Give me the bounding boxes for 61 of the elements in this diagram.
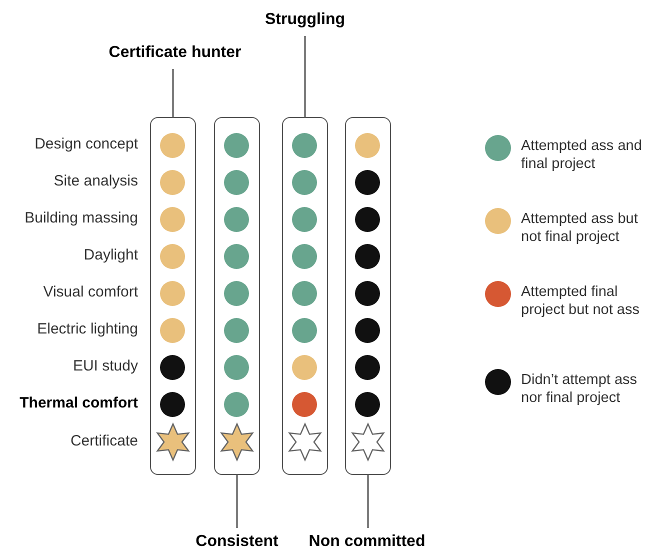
row-label: Certificate xyxy=(70,432,138,450)
status-dot xyxy=(224,280,250,306)
status-dot xyxy=(160,280,186,306)
status-dot xyxy=(224,170,250,194)
status-dot xyxy=(224,392,250,416)
status-dot xyxy=(355,354,380,380)
legend-text: Attempted ass but not final project xyxy=(521,210,639,246)
row-label: Visual comfort xyxy=(43,284,138,300)
row-label: Design concept xyxy=(34,136,138,152)
group-label: Struggling xyxy=(265,11,345,29)
group-label: Certificate hunter xyxy=(108,44,242,62)
legend-text: Attempted final project but not ass xyxy=(521,283,640,320)
status-dot xyxy=(292,318,318,342)
row-label: Thermal comfort xyxy=(20,394,138,412)
status-dot xyxy=(355,170,380,194)
star-icon xyxy=(350,423,385,461)
status-dot xyxy=(224,132,250,158)
status-dot xyxy=(224,244,250,268)
status-dot xyxy=(160,170,186,194)
group-column xyxy=(282,117,328,475)
star-icon xyxy=(156,423,190,461)
status-dot xyxy=(160,318,186,342)
leader-line xyxy=(172,69,174,117)
status-dot xyxy=(224,354,250,380)
status-dot xyxy=(355,280,380,306)
star-icon xyxy=(288,423,322,461)
status-dot xyxy=(292,244,318,268)
status-dot xyxy=(292,170,318,194)
leader-line xyxy=(236,475,238,528)
star-icon xyxy=(220,423,254,461)
status-dot xyxy=(355,392,380,416)
group-column xyxy=(150,117,196,475)
group-column xyxy=(345,117,391,475)
status-dot xyxy=(160,206,186,232)
status-dot xyxy=(160,392,186,416)
row-label: Electric lighting xyxy=(37,320,138,338)
status-dot xyxy=(224,318,250,342)
group-column xyxy=(214,117,260,475)
row-label: Daylight xyxy=(84,246,138,264)
legend-text: Attempted ass and final project xyxy=(521,137,643,174)
status-dot xyxy=(292,354,318,380)
status-dot xyxy=(292,280,318,306)
status-dot xyxy=(355,244,380,268)
status-dot xyxy=(160,244,186,268)
group-label: Consistent xyxy=(196,533,278,550)
row-label: EUI study xyxy=(72,358,138,374)
row-label: Building massing xyxy=(24,210,138,226)
status-dot xyxy=(292,132,318,158)
status-dot xyxy=(292,392,318,416)
status-dot xyxy=(160,132,186,158)
status-dot xyxy=(292,206,318,232)
status-dot xyxy=(355,318,380,342)
status-dot xyxy=(355,132,380,158)
legend-text: Didn’t attempt ass nor final project xyxy=(521,371,638,408)
group-label: Non committed xyxy=(308,533,426,550)
status-dot xyxy=(224,206,250,232)
leader-line xyxy=(367,475,369,528)
status-dot xyxy=(355,206,380,232)
status-dot xyxy=(160,354,186,380)
leader-line xyxy=(304,36,306,117)
row-label: Site analysis xyxy=(54,172,138,190)
